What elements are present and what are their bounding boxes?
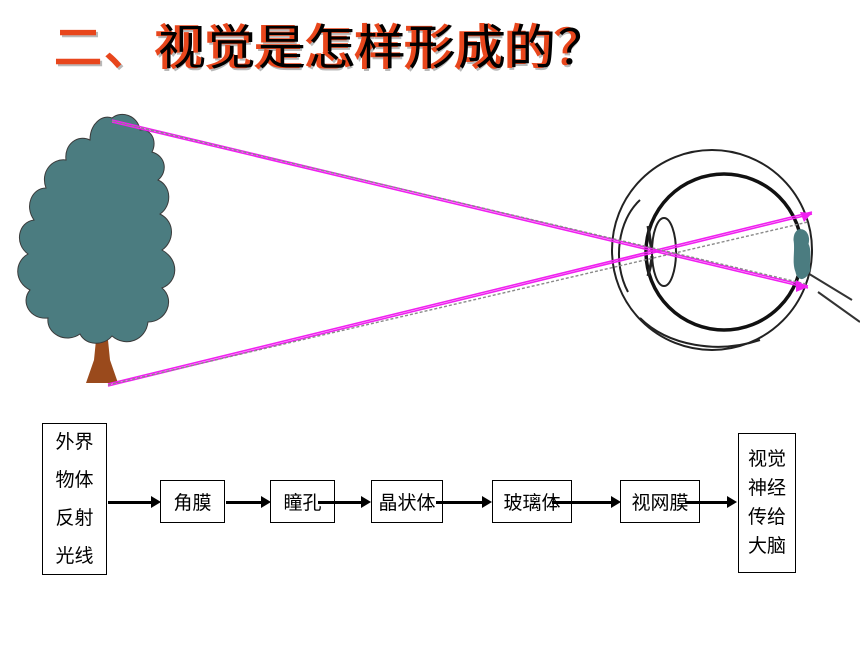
flow-step-brain-line: 传给 [747, 506, 786, 528]
flow-step-light-line: 反射 [55, 507, 94, 529]
ray-arrowhead-bottom [800, 212, 812, 222]
flow-arrow [552, 496, 621, 508]
flow-arrow [318, 496, 371, 508]
optic-nerve [805, 271, 860, 323]
flow-step-vitreous-label: 玻璃体 [503, 492, 561, 514]
ray-top-2 [111, 121, 809, 289]
flow-step-cornea-label: 角膜 [173, 492, 212, 514]
ray-arrowhead-top [796, 280, 808, 292]
title-main: 二、视觉是怎样形成的？ [54, 20, 605, 76]
tree-crown [17, 114, 176, 344]
sclera-lower [639, 317, 761, 348]
flow-arrow [226, 496, 271, 508]
flow-step-lens-label: 晶状体 [378, 492, 436, 514]
flow-step-brain: 视觉 神经 传给 大脑 [738, 433, 796, 573]
flow-step-brain-line: 视觉 [747, 448, 786, 470]
cornea [617, 199, 641, 293]
flow-step-light: 外界 物体 反射 光线 [42, 423, 107, 575]
guide-lines [107, 120, 809, 386]
flow-step-lens: 晶状体 [371, 480, 443, 523]
ray-bottom-2 [107, 213, 813, 387]
tree-illustration [17, 114, 176, 383]
flow-arrow [108, 496, 161, 508]
tree-trunk [86, 320, 118, 383]
lens [651, 217, 677, 287]
flow-step-brain-line: 神经 [747, 477, 786, 499]
flow-step-retina-label: 视网膜 [631, 492, 689, 514]
flow-step-brain-line: 大脑 [747, 535, 786, 557]
flow-arrow [686, 496, 737, 508]
flow-step-light-line: 外界 [55, 431, 94, 453]
retina-image [793, 229, 811, 279]
flow-step-cornea: 角膜 [160, 480, 225, 523]
flow-step-pupil-label: 瞳孔 [283, 492, 322, 514]
eyeball-outer [611, 149, 813, 351]
ray-bottom-1 [107, 211, 813, 385]
flow-step-light-line: 光线 [55, 545, 94, 567]
flow-arrow [436, 496, 492, 508]
slide-title: 二、视觉是怎样形成的？ 视觉是怎样形成的？ [54, 6, 674, 76]
flow-step-light-line: 物体 [55, 469, 94, 491]
title-overlay: 视觉是怎样形成的？ [158, 20, 609, 76]
